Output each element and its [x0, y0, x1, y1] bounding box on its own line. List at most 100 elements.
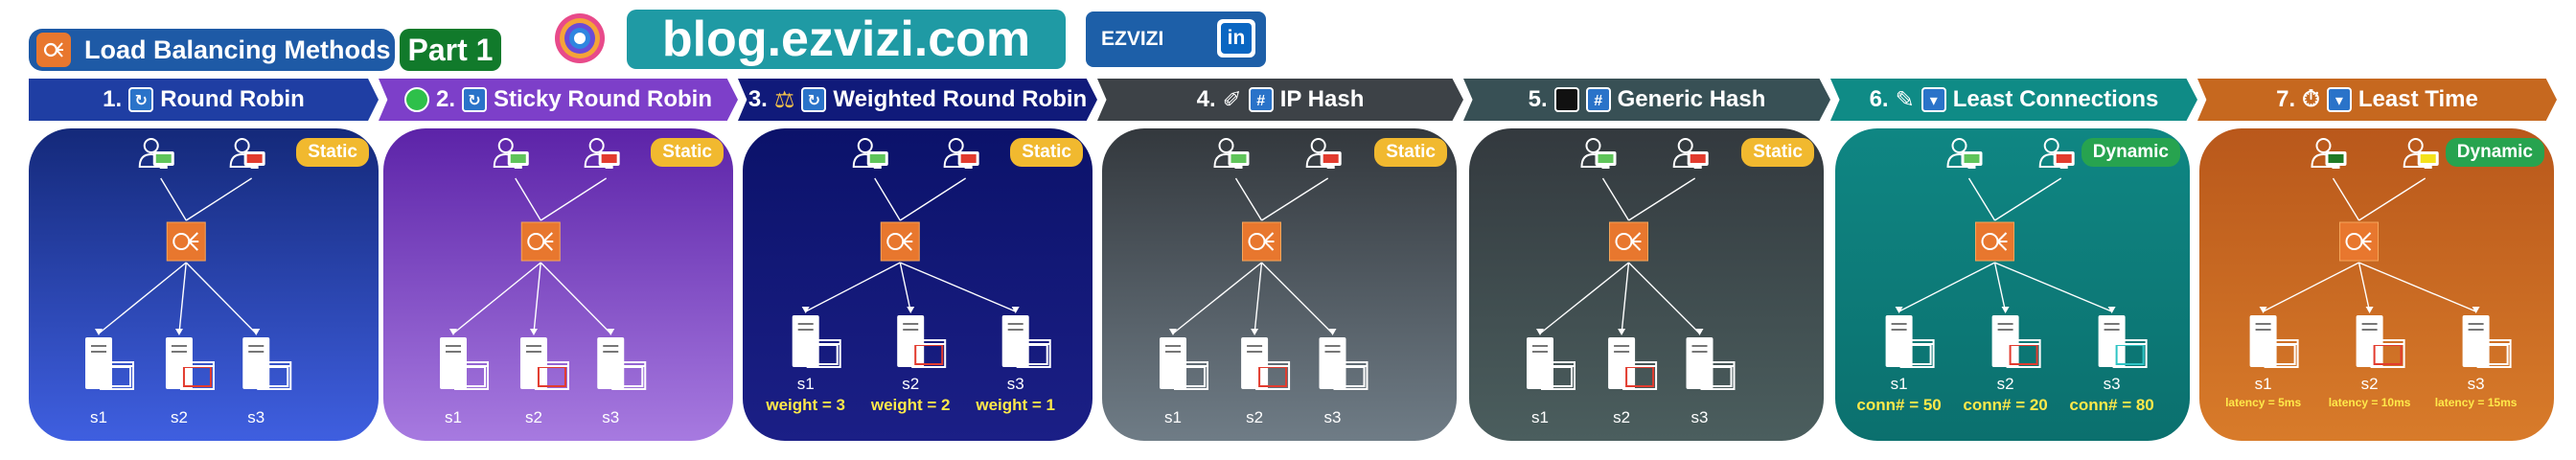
arrow-line: [1601, 177, 1630, 221]
server-label: s2: [2360, 375, 2379, 393]
arrow-head: [174, 329, 183, 335]
plug-icon: ✎: [1895, 86, 1915, 113]
arrow-line: [1898, 262, 1995, 312]
blog-url[interactable]: blog.ezvizi.com: [627, 10, 1066, 69]
arrow-head: [252, 329, 261, 335]
server-label: s3: [602, 408, 620, 426]
square-icon: [1553, 87, 1579, 112]
server-metric: conn# = 50: [1856, 396, 1942, 414]
server-icon: [1241, 337, 1291, 390]
arrow-head: [607, 329, 615, 335]
arrow-line: [1993, 262, 2007, 312]
method-name: IP Hash: [1279, 86, 1365, 112]
user-green-icon: [1213, 138, 1250, 169]
panel-diagram: [2249, 138, 2512, 368]
user-red-icon: [1672, 138, 1709, 169]
method-header-3: 3.⚖↻Weighted Round Robin: [738, 79, 1097, 121]
arrow-line: [805, 262, 901, 312]
arrow-line: [1539, 262, 1629, 334]
server-label: s1: [445, 408, 462, 426]
arrow-line: [1172, 262, 1262, 334]
arrow-head: [1536, 329, 1544, 335]
method-header-5: 5.#Generic Hash: [1463, 79, 1830, 121]
user-green-icon: [1946, 138, 1983, 169]
arrow-head: [1618, 329, 1626, 335]
stopwatch-icon: ⏱: [2302, 86, 2320, 112]
arrow-head: [95, 329, 103, 335]
load-balancer-icon: [36, 33, 71, 67]
server-icon: [519, 337, 569, 390]
server-label: s2: [524, 408, 542, 426]
server-icon: [1319, 337, 1368, 390]
load-balancer-icon: [1242, 221, 1281, 262]
method-number: 5.: [1528, 86, 1548, 112]
hash-box-icon: #: [1585, 87, 1611, 112]
arrow-line: [899, 262, 1016, 312]
server-metric: conn# = 80: [2069, 396, 2154, 414]
server-metric: latency = 15ms: [2434, 396, 2518, 409]
load-balancer-icon: [1975, 221, 2014, 262]
load-balancer-icon: [166, 221, 206, 262]
method-number: 6.: [1869, 86, 1889, 112]
arrow-line: [874, 177, 901, 221]
panel-diagram: [1160, 138, 1368, 390]
arrow-line: [1994, 177, 2062, 221]
server-icon: [792, 315, 841, 368]
method-header-2: 2.↻Sticky Round Robin: [379, 79, 738, 121]
load-balancer-icon: [880, 221, 920, 262]
server-label: s1: [796, 375, 815, 393]
method-name: Round Robin: [160, 86, 305, 112]
arrow-head: [1895, 307, 1903, 313]
arrow-head: [1695, 329, 1704, 335]
server-icon: [1991, 315, 2041, 368]
server-label: s3: [247, 408, 265, 426]
arrow-line: [540, 262, 611, 334]
type-badge: Dynamic: [2445, 138, 2544, 167]
server-metric: latency = 10ms: [2328, 396, 2411, 409]
server-metric: weight = 3: [766, 396, 846, 414]
user-red-icon: [943, 138, 979, 169]
arrow-head: [801, 307, 810, 313]
server-metric: latency = 5ms: [2225, 396, 2302, 409]
arrow-line: [2358, 262, 2476, 312]
arrow-line: [2358, 262, 2371, 312]
arrow-line: [1261, 262, 1333, 334]
linkedin-icon[interactable]: in: [1217, 19, 1255, 58]
server-icon: [2462, 315, 2512, 368]
server-label: s3: [1006, 375, 1024, 393]
refresh-icon: ↻: [462, 87, 487, 112]
arrow-line: [452, 262, 541, 334]
arrow-line: [1261, 177, 1329, 221]
user-red-icon: [229, 138, 265, 169]
method-header-1: 1.↻Round Robin: [29, 79, 379, 121]
server-icon: [1686, 337, 1736, 390]
server-icon: [85, 337, 134, 390]
user-red-icon: [1305, 138, 1342, 169]
server-icon: [2098, 315, 2148, 368]
server-icon: [2356, 315, 2405, 368]
server-icon: [897, 315, 947, 368]
arrow-line: [185, 262, 257, 334]
arrow-line: [178, 262, 187, 334]
server-icon: [1001, 315, 1051, 368]
server-metric: conn# = 20: [1963, 396, 2048, 414]
arrow-line: [98, 262, 187, 334]
arrow-line: [1967, 177, 1996, 221]
arrow-line: [2332, 177, 2360, 221]
user-green-icon: [852, 138, 888, 169]
arrow-line: [899, 177, 967, 221]
green-circle-icon: [403, 87, 429, 112]
load-balancer-icon: [2339, 221, 2379, 262]
arrow-line: [160, 177, 187, 221]
type-badge: Static: [1374, 138, 1447, 167]
server-icon: [165, 337, 215, 390]
arrow-line: [1994, 262, 2112, 312]
load-balancer-icon: [1609, 221, 1648, 262]
arrow-line: [2358, 177, 2426, 221]
load-balancer-icon: [520, 221, 561, 262]
arrow-line: [515, 177, 541, 221]
type-badge: Static: [296, 138, 369, 167]
